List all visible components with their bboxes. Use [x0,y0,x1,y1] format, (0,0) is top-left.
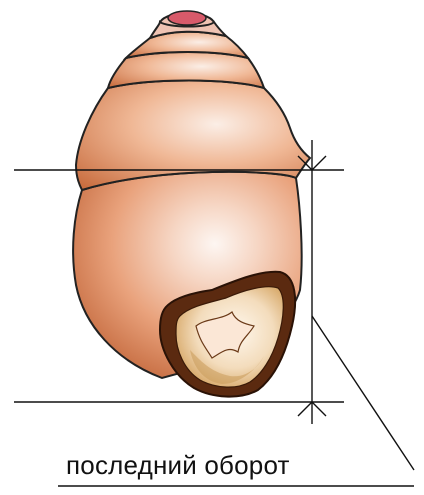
apex-tip [168,11,206,25]
caption-label: последний оборот [66,448,386,482]
leader-line [312,316,414,470]
